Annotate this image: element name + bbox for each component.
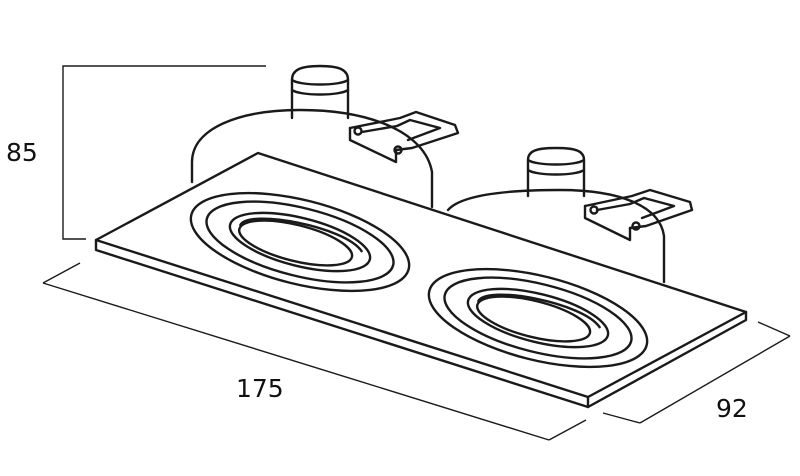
length-label: 175 [236,374,284,403]
left-housing [190,64,460,209]
length-dimension-line [42,262,587,441]
width-label: 92 [716,394,748,423]
left-spotlight [189,191,411,293]
width-dimension-line [602,321,791,424]
height-label: 85 [6,138,38,167]
height-dimension-line [62,65,266,240]
right-housing [446,146,694,284]
